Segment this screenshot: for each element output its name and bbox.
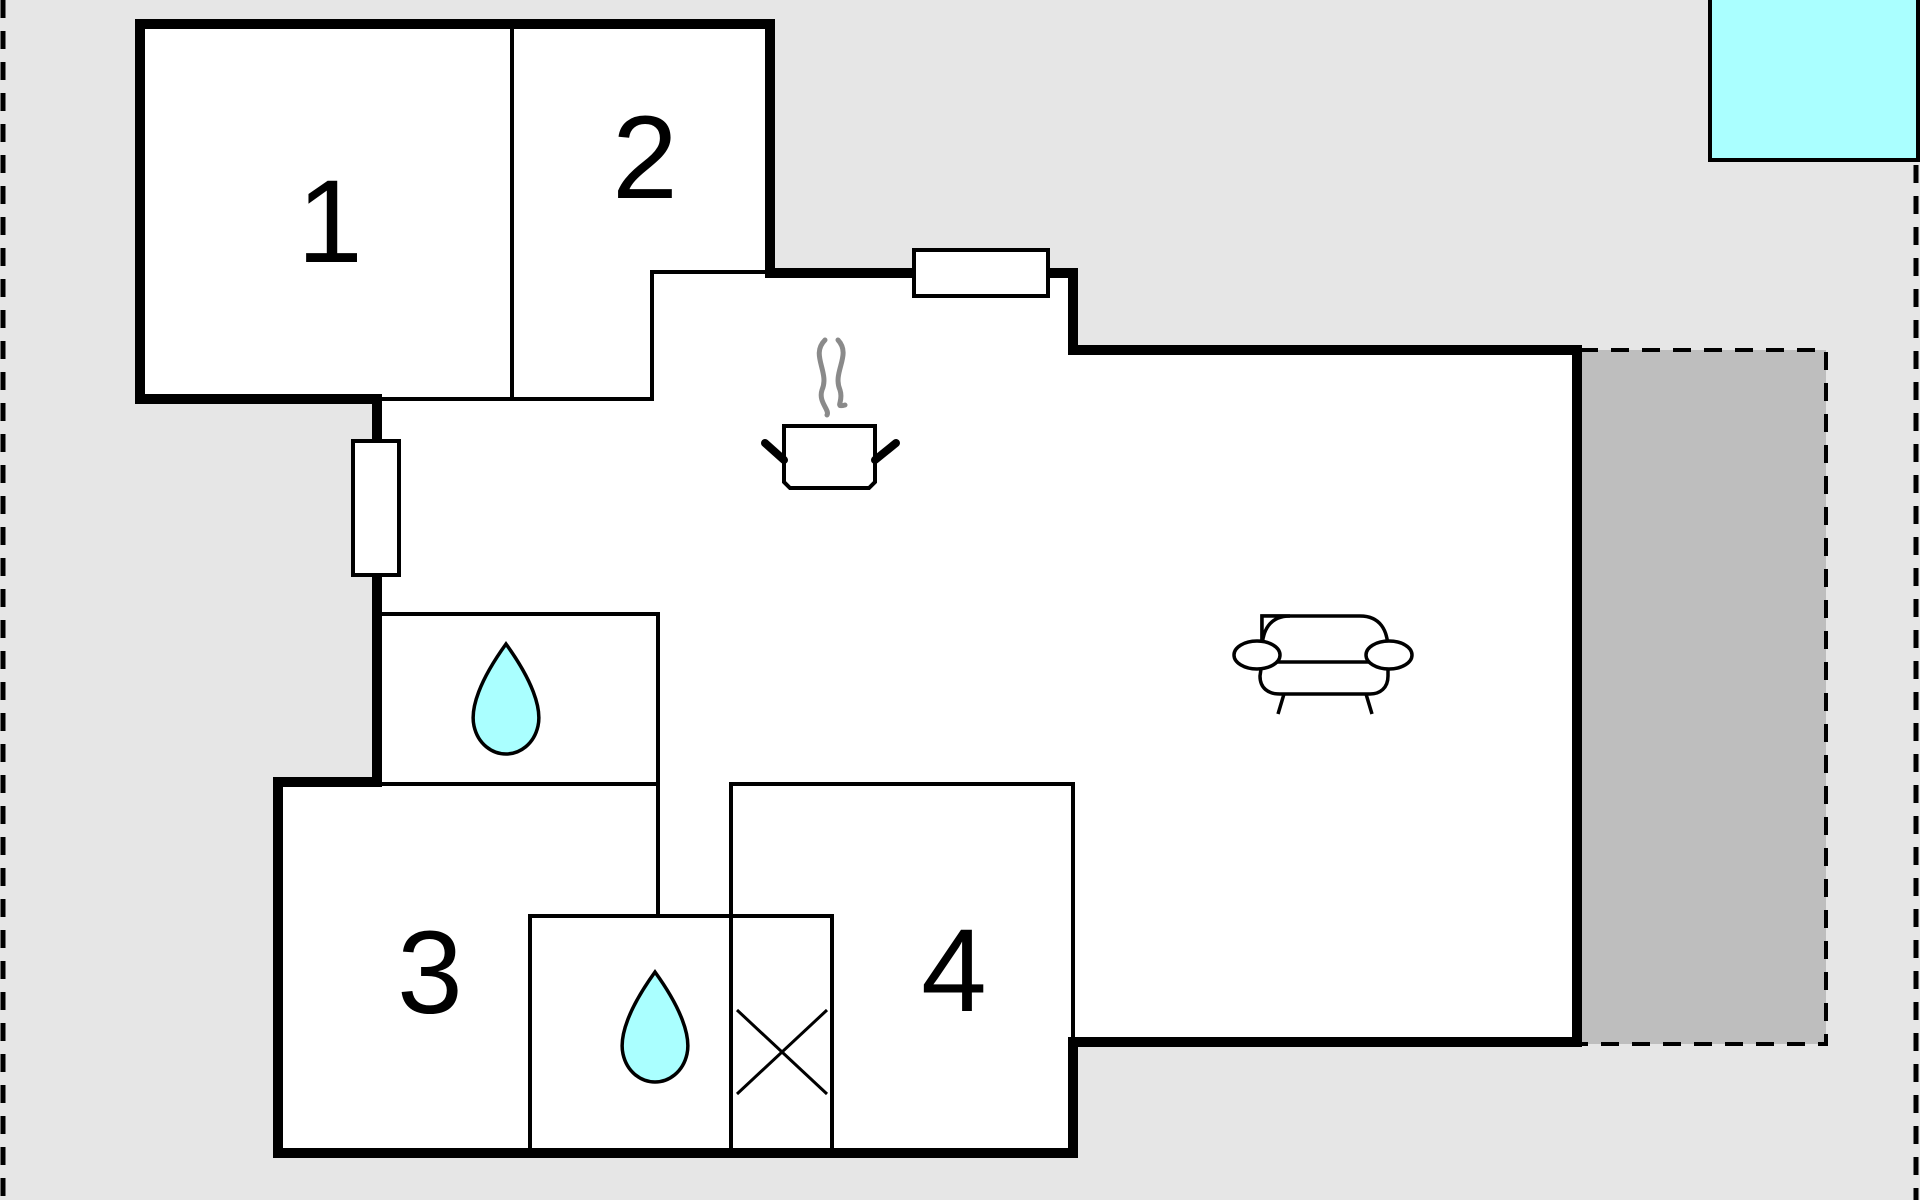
cross-box-icon bbox=[735, 1008, 829, 1096]
room-number-4: 4 bbox=[921, 905, 987, 1037]
room-number-3: 3 bbox=[397, 907, 463, 1039]
cooking-pot-icon bbox=[761, 337, 900, 490]
window-top bbox=[912, 248, 1050, 298]
window-left bbox=[351, 439, 401, 577]
water-drop-icon bbox=[471, 641, 541, 756]
water-drop-icon bbox=[620, 969, 690, 1084]
terrace bbox=[1578, 348, 1828, 1046]
interior-walls bbox=[377, 24, 1075, 1154]
sofa-icon bbox=[1232, 614, 1414, 715]
pool bbox=[1708, 0, 1920, 162]
wall-bed4 bbox=[729, 782, 1075, 1042]
wall-bath-upper bbox=[377, 612, 660, 916]
wall-bed2-living bbox=[377, 270, 770, 401]
room-number-1: 1 bbox=[297, 156, 363, 288]
room-number-2: 2 bbox=[612, 92, 678, 224]
wall-bath-lower bbox=[528, 914, 834, 1154]
